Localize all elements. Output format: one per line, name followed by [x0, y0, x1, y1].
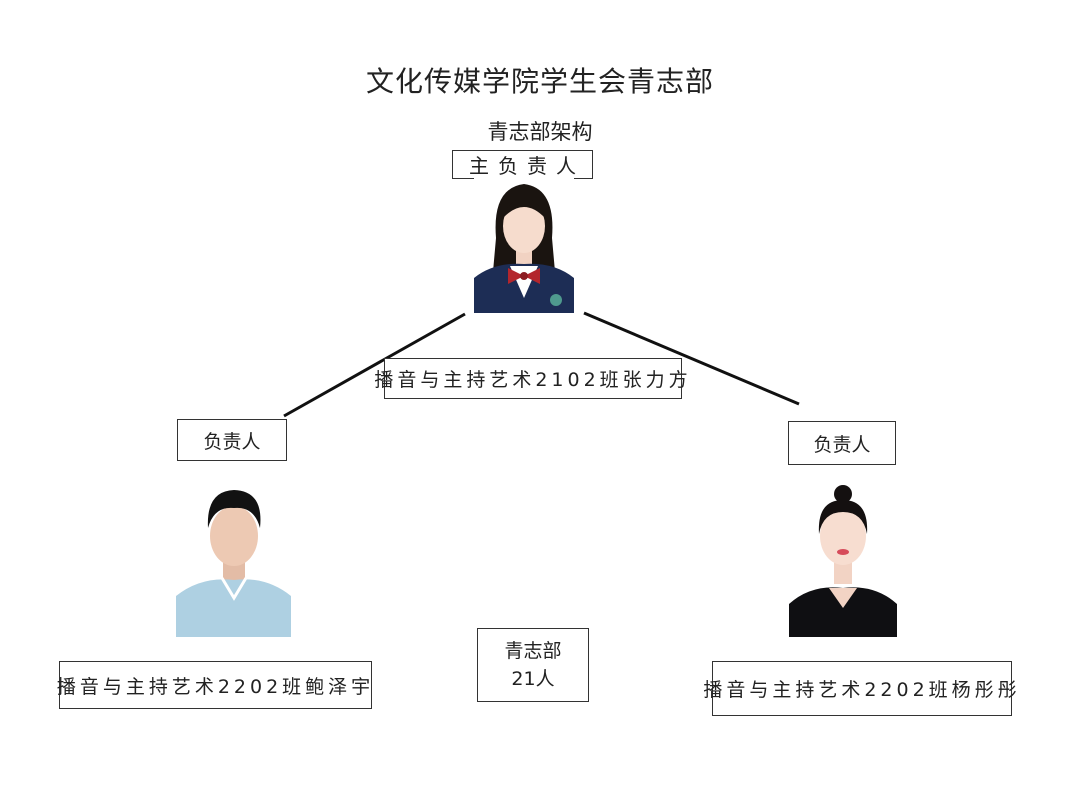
main-leader-name-box: 播音与主持艺术2102班张力方	[374, 358, 688, 399]
main-leader-role-box: 主负责人	[452, 150, 593, 179]
page-title: 文化传媒学院学生会青志部	[365, 65, 714, 98]
connector-line-left	[283, 312, 466, 418]
department-name: 青志部	[504, 640, 562, 662]
main-leader-photo	[474, 178, 574, 313]
department-count: 21人	[511, 668, 555, 690]
left-leader-photo	[176, 486, 291, 637]
connector-line-right	[583, 311, 800, 406]
department-box: 青志部 21人	[477, 628, 589, 702]
left-leader-name-box: 播音与主持艺术2202班鲍泽宇	[57, 661, 372, 709]
page-subtitle: 青志部架构	[487, 120, 593, 144]
right-leader-role-box: 负责人	[788, 421, 896, 465]
right-leader-photo	[789, 484, 897, 637]
right-leader-name-box: 播音与主持艺术2202班杨彤彤	[703, 661, 1017, 716]
left-leader-role-box: 负责人	[177, 419, 287, 461]
